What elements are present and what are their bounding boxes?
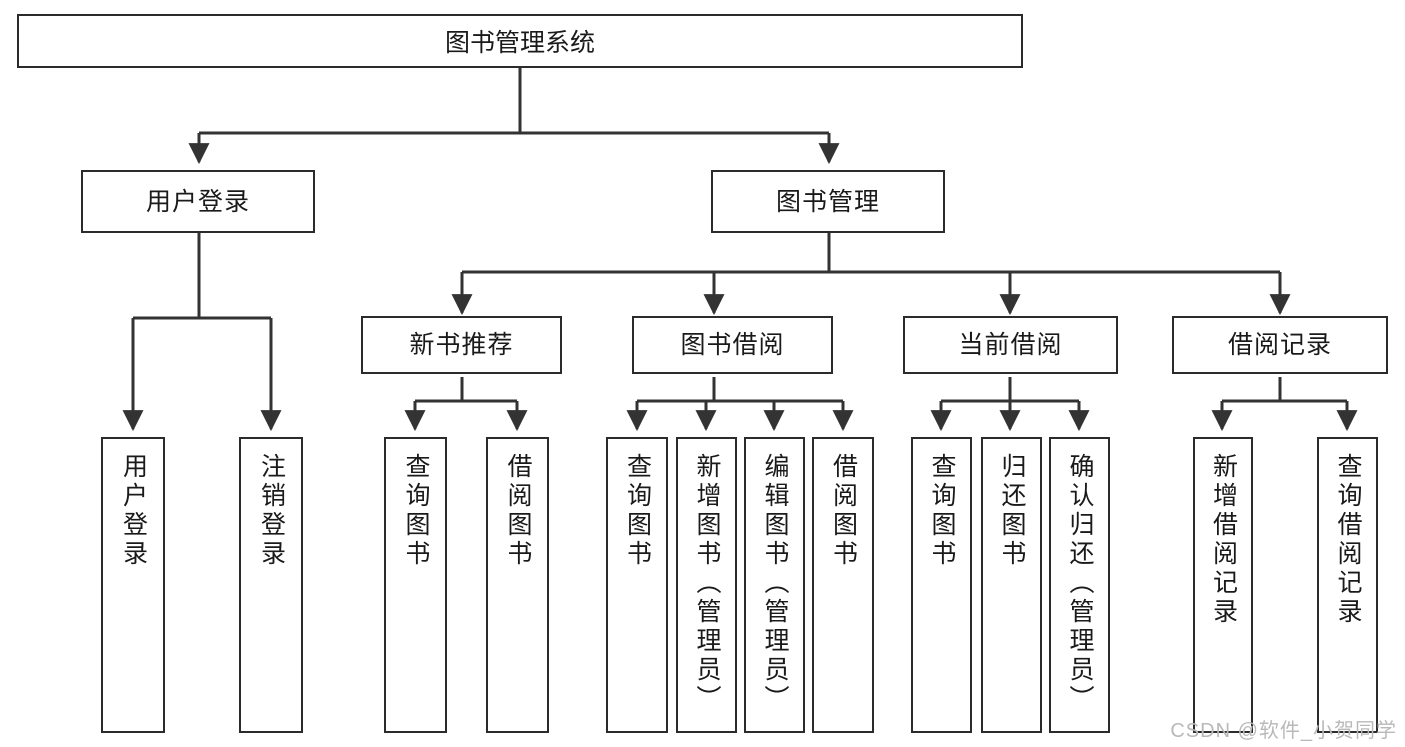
leaf-current-query-book[interactable]: 查询图书 bbox=[911, 437, 972, 733]
leaf-borrow-add-book[interactable]: 新增图书（管理员） bbox=[676, 437, 737, 733]
watermark-text: CSDN @软件_小贺同学 bbox=[1170, 720, 1397, 742]
leaf-borrow-query-book-label: 查询图书 bbox=[623, 453, 652, 569]
leaf-current-return-book[interactable]: 归还图书 bbox=[981, 437, 1042, 733]
leaf-user-login[interactable]: 用户登录 bbox=[101, 437, 165, 733]
node-book-management[interactable]: 图书管理 bbox=[711, 170, 945, 233]
leaf-current-query-book-label: 查询图书 bbox=[928, 453, 956, 569]
leaf-borrow-edit-book[interactable]: 编辑图书（管理员） bbox=[744, 437, 805, 733]
leaf-logout-label: 注销登录 bbox=[257, 453, 286, 569]
node-current-borrow[interactable]: 当前借阅 bbox=[903, 316, 1118, 374]
leaf-record-query-label: 查询借阅记录 bbox=[1334, 453, 1362, 627]
node-book-borrow[interactable]: 图书借阅 bbox=[632, 316, 833, 374]
leaf-record-add-label: 新增借阅记录 bbox=[1209, 453, 1238, 627]
leaf-recommend-borrow-book-label: 借阅图书 bbox=[504, 453, 532, 569]
leaf-current-confirm-return-label: 确认归还（管理员） bbox=[1066, 453, 1094, 714]
leaf-user-login-label: 用户登录 bbox=[119, 453, 148, 569]
node-new-book-recommend[interactable]: 新书推荐 bbox=[361, 316, 562, 374]
node-book-borrow-label: 图书借阅 bbox=[680, 331, 785, 359]
leaf-record-query[interactable]: 查询借阅记录 bbox=[1317, 437, 1378, 733]
node-borrow-record-label: 借阅记录 bbox=[1227, 331, 1332, 359]
leaf-borrow-borrow-book-label: 借阅图书 bbox=[829, 453, 858, 569]
node-user-login-label: 用户登录 bbox=[145, 187, 250, 216]
leaf-borrow-edit-book-label: 编辑图书（管理员） bbox=[761, 453, 789, 714]
leaf-logout[interactable]: 注销登录 bbox=[239, 437, 303, 733]
node-root[interactable]: 图书管理系统 bbox=[17, 14, 1023, 68]
leaf-borrow-borrow-book[interactable]: 借阅图书 bbox=[812, 437, 874, 733]
node-borrow-record[interactable]: 借阅记录 bbox=[1172, 316, 1388, 374]
leaf-current-confirm-return[interactable]: 确认归还（管理员） bbox=[1049, 437, 1110, 733]
node-new-book-recommend-label: 新书推荐 bbox=[409, 331, 514, 359]
node-book-management-label: 图书管理 bbox=[775, 187, 880, 216]
leaf-borrow-add-book-label: 新增图书（管理员） bbox=[693, 453, 721, 714]
leaf-borrow-query-book[interactable]: 查询图书 bbox=[606, 437, 668, 733]
leaf-record-add[interactable]: 新增借阅记录 bbox=[1193, 437, 1253, 733]
leaf-current-return-book-label: 归还图书 bbox=[998, 453, 1026, 569]
leaf-recommend-borrow-book[interactable]: 借阅图书 bbox=[486, 437, 549, 733]
leaf-recommend-query-book[interactable]: 查询图书 bbox=[384, 437, 447, 733]
node-root-label: 图书管理系统 bbox=[444, 29, 595, 57]
leaf-recommend-query-book-label: 查询图书 bbox=[402, 453, 430, 569]
node-current-borrow-label: 当前借阅 bbox=[958, 331, 1063, 359]
node-user-login[interactable]: 用户登录 bbox=[81, 170, 315, 233]
